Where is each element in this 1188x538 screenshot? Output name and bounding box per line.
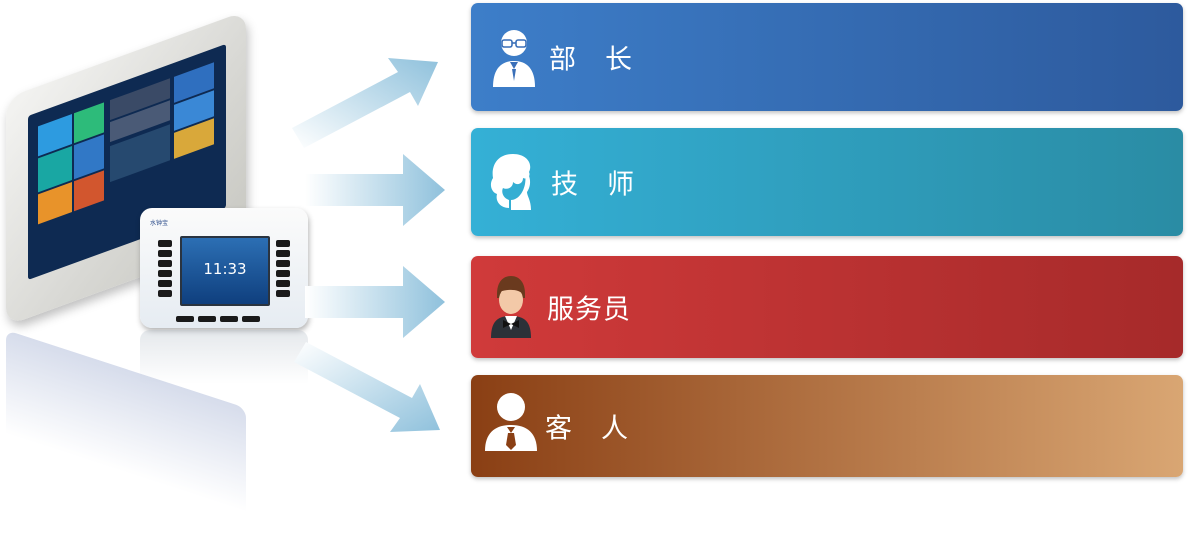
arrow-to-guest	[292, 340, 452, 450]
role-label-waiter: 服务员	[547, 288, 631, 327]
terminal-keys-bottom	[176, 316, 260, 322]
role-label-guest: 客 人	[545, 407, 629, 446]
arrow-to-manager	[290, 40, 450, 150]
role-box-technician: 技 师	[471, 128, 1183, 236]
role-label-technician: 技 师	[551, 163, 635, 202]
terminal-screen: 11:33	[180, 236, 270, 306]
terminal-time: 11:33	[182, 260, 268, 278]
manager-icon	[491, 25, 537, 87]
arrow-to-technician	[305, 150, 455, 230]
arrow-to-waiter	[305, 262, 455, 342]
role-label-manager: 部 长	[549, 38, 633, 77]
terminal-reflection	[140, 330, 308, 390]
terminal-brand: 水钟宝	[150, 218, 168, 227]
attendance-terminal: 水钟宝 11:33	[140, 208, 308, 328]
technician-icon	[487, 152, 539, 212]
role-box-guest: 客 人	[471, 375, 1183, 477]
role-box-manager: 部 长	[471, 3, 1183, 111]
device-illustration: 水钟宝 11:33	[0, 90, 270, 450]
role-box-waiter: 服务员	[471, 256, 1183, 358]
guest-icon	[483, 391, 539, 451]
waiter-icon	[489, 274, 533, 338]
terminal-keys-left	[158, 240, 172, 297]
terminal-keys-right	[276, 240, 290, 297]
